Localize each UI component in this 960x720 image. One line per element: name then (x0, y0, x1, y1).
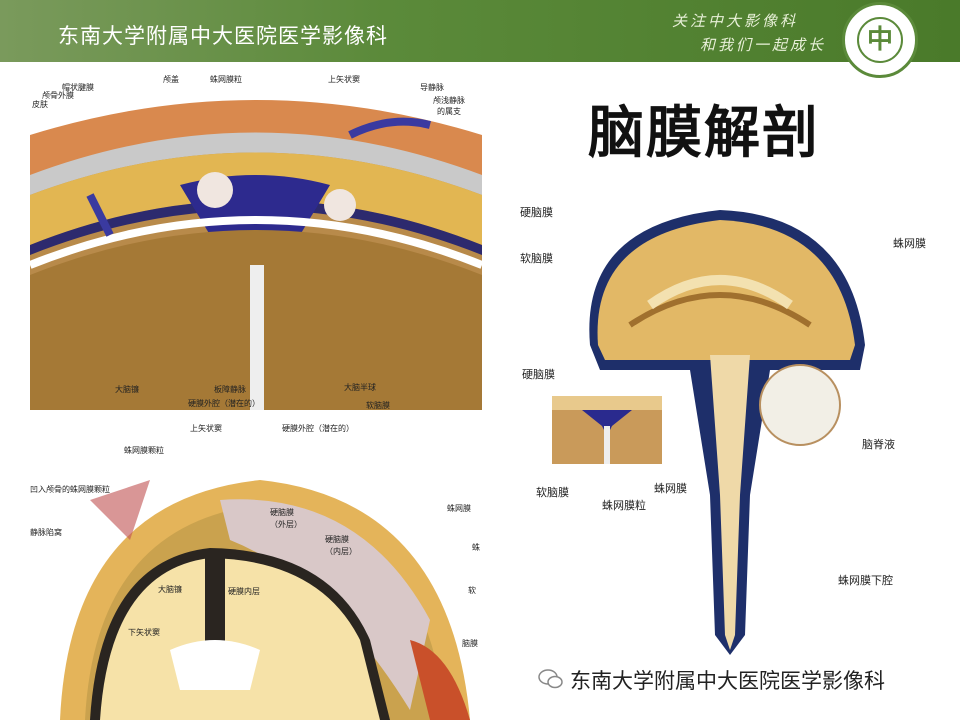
label: 硬脑膜 (325, 535, 349, 544)
label: 蛛网膜 (447, 504, 471, 513)
label: 软脑膜 (536, 486, 569, 499)
label: 硬脑膜 (520, 206, 553, 219)
label: 硬脑膜 (522, 368, 555, 381)
label: 脑膜 (462, 639, 478, 648)
label: 大脑半球 (344, 383, 376, 392)
label: 蛛网膜 (654, 482, 687, 495)
label: 蛛网膜下腔 (838, 574, 893, 587)
label: 蛛网膜粒 (210, 75, 242, 84)
wechat-icon (538, 669, 563, 689)
hospital-logo: 中 (842, 2, 918, 78)
brain-sagittal-illustration (589, 210, 865, 655)
label: 上矢状窦 (328, 75, 360, 84)
label: 大脑镰 (115, 385, 139, 394)
label: 皮肤 (32, 100, 48, 109)
label: 脑脊液 (862, 438, 895, 451)
label: 蛛网膜颗粒 (124, 446, 164, 455)
meninges-layers-illustration (60, 480, 470, 720)
header-title: 东南大学附属中大医院医学影像科 (58, 24, 388, 48)
label: 软脑膜 (366, 401, 390, 410)
label: 颅浅静脉的属支 (433, 96, 465, 116)
skull-coronal-section-illustration (30, 100, 482, 410)
label: 静脉陷窝 (30, 528, 62, 537)
label: 软脑膜 (520, 252, 553, 265)
label: 导静脉 (420, 83, 444, 92)
label: 大脑镰 (158, 585, 182, 594)
label: 上矢状窦 (190, 424, 222, 433)
label: 板障静脉 (214, 385, 246, 394)
label: （外层） (270, 520, 302, 529)
slogan-line-2: 和我们一起成长 (700, 36, 827, 54)
watermark-text: 东南大学附属中大医院医学影像科 (570, 669, 885, 693)
label: 蛛 (472, 543, 480, 552)
label: 帽状腱膜 (62, 83, 94, 92)
header-banner: 东南大学附属中大医院医学影像科 关注中大影像科 和我们一起成长 中 (0, 0, 960, 78)
label: 硬膜内层 (228, 587, 260, 596)
arachnoid-granulation-inset (552, 396, 662, 464)
label: 颅骨外膜 (42, 91, 74, 100)
slogan-line-1: 关注中大影像科 (672, 12, 799, 30)
label: 蛛网膜 (893, 237, 926, 250)
label: 硬膜外腔（潜在的） (188, 399, 260, 408)
label: 凹入颅骨的蛛网膜颗粒 (30, 485, 110, 494)
logo-glyph: 中 (857, 17, 903, 63)
label: 下矢状窦 (128, 628, 160, 637)
label: 硬脑膜 (270, 508, 294, 517)
label: 颅盖 (163, 75, 179, 84)
slide-title: 脑膜解剖 (588, 101, 820, 166)
label: 蛛网膜粒 (602, 499, 646, 512)
label: （内层） (325, 547, 357, 556)
label: 软 (468, 586, 476, 595)
label: 硬膜外腔（潜在的） (282, 424, 354, 433)
